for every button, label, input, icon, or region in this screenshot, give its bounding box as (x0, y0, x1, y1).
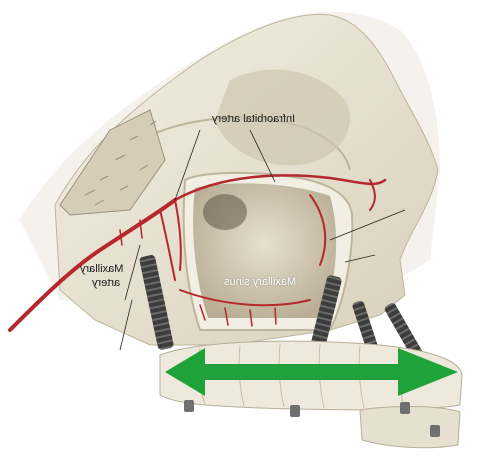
artery-network (8, 174, 387, 332)
label-maxillary-artery-line1: Maxillary (80, 263, 124, 275)
maxillary-sinus-cavity (182, 171, 354, 331)
label-maxillary-sinus: Maxillary sinus (224, 276, 297, 288)
label-infraorbital-artery: Infraorbital artery (212, 113, 296, 125)
leader-lines (119, 129, 406, 351)
infraorbital-artery-path (173, 174, 387, 202)
label-maxillary-artery-line2: artery (92, 277, 121, 289)
implant-1 (139, 255, 174, 350)
implant-2 (308, 275, 342, 360)
maxillary-artery-path (8, 198, 177, 332)
double-headed-arrow (165, 348, 458, 396)
